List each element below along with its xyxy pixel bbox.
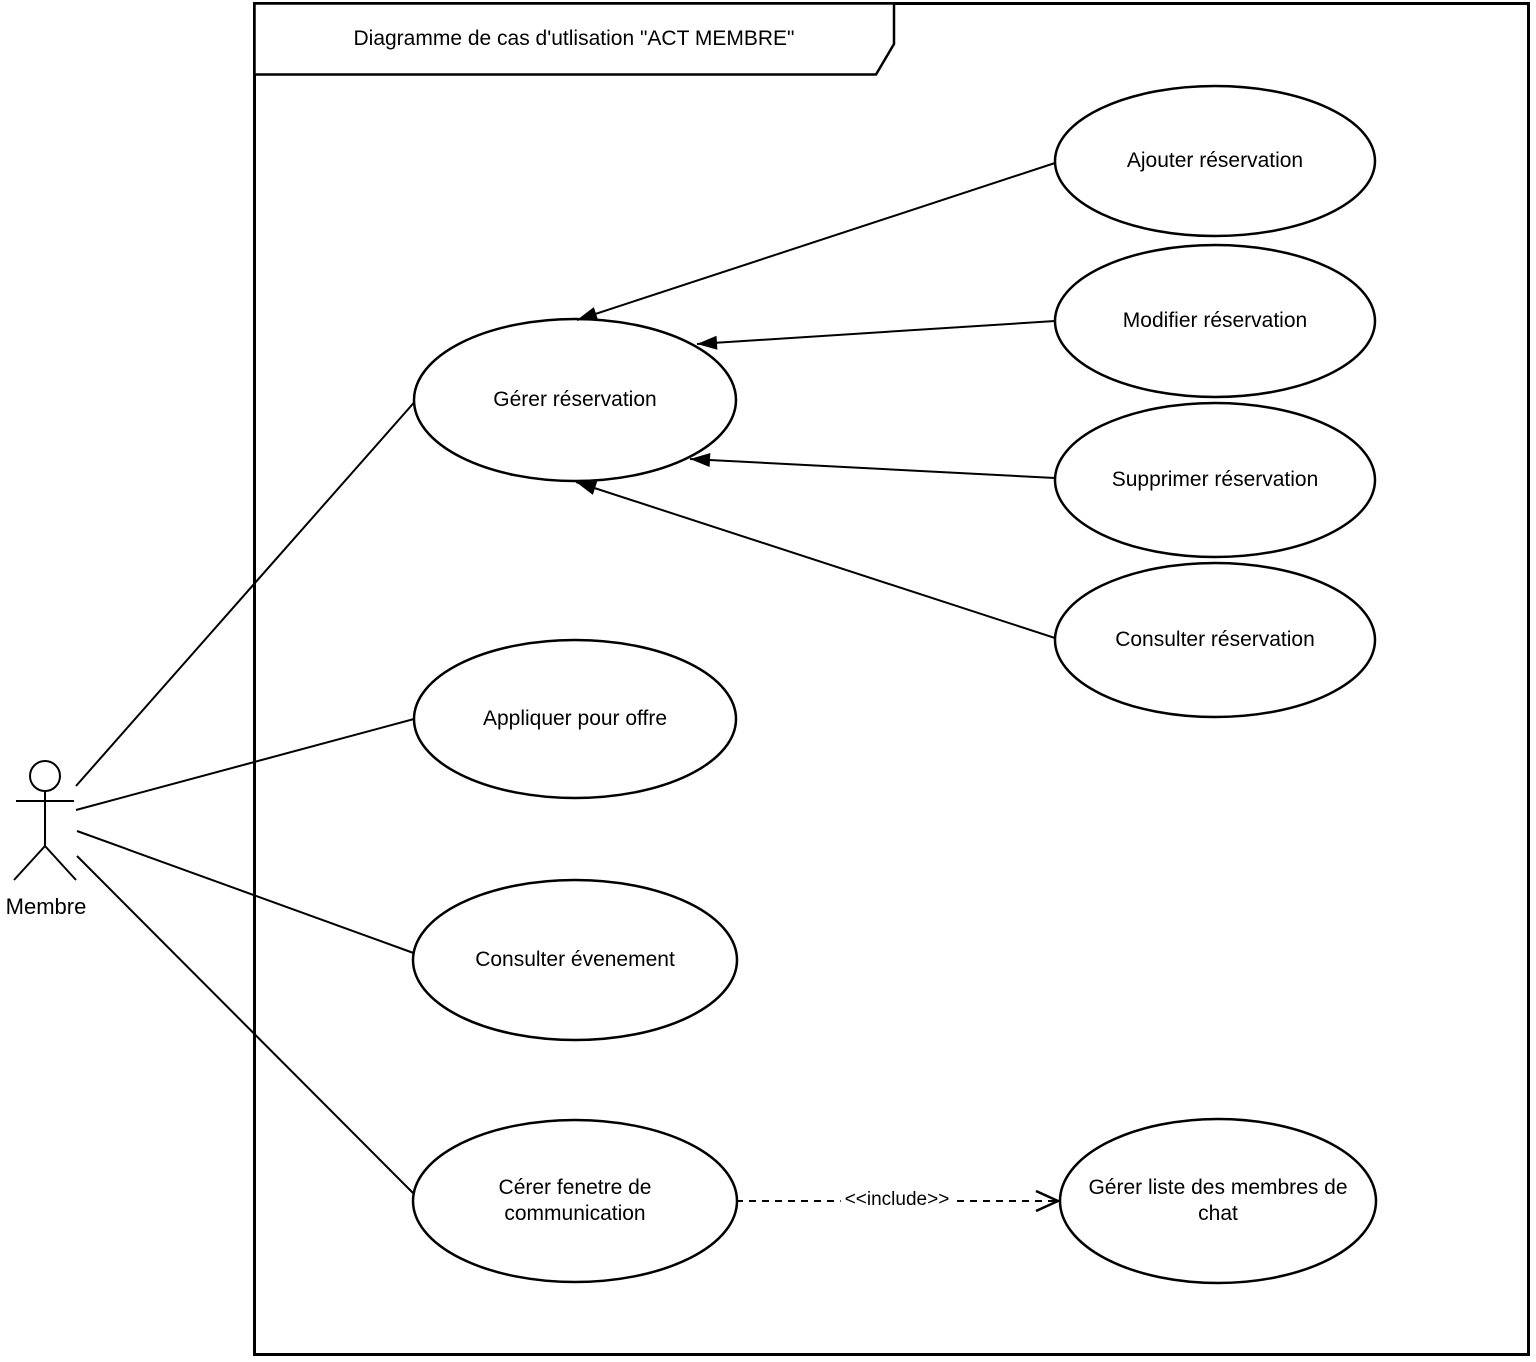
- usecase-ajouter-reservation-shape[interactable]: [1053, 84, 1377, 238]
- edge-membre-cerer-fenetre[interactable]: [76, 855, 415, 1195]
- usecase-consulter-reservation-shape[interactable]: [1053, 561, 1377, 719]
- actor-right-leg: [44, 845, 77, 881]
- actor-membre[interactable]: [13, 760, 77, 881]
- edge-supprimer-to-gerer[interactable]: [689, 453, 1056, 479]
- usecase-consulter-evenement-shape[interactable]: [411, 878, 739, 1042]
- usecase-appliquer-pour-offre-shape[interactable]: [412, 638, 738, 800]
- usecase-supprimer-reservation-shape[interactable]: [1053, 401, 1377, 559]
- edge-modifier-to-gerer[interactable]: [696, 320, 1056, 350]
- actor-left-leg: [13, 845, 46, 881]
- usecase-modifier-reservation-shape[interactable]: [1053, 243, 1377, 399]
- frame-title-tab: [253, 2, 896, 76]
- actor-head: [29, 760, 61, 792]
- edge-membre-consulter-evenement[interactable]: [76, 830, 414, 954]
- edge-consulter-to-gerer[interactable]: [575, 481, 1056, 639]
- usecase-gerer-liste-des-membres-de-chat-shape[interactable]: [1058, 1117, 1378, 1285]
- usecase-cerer-fenetre-de-communication-shape[interactable]: [411, 1118, 739, 1284]
- edge-membre-appliquer-pour-offre[interactable]: [75, 718, 415, 811]
- edge-ajouter-to-gerer[interactable]: [576, 162, 1056, 321]
- usecase-gerer-reservation-shape[interactable]: [412, 317, 738, 483]
- edge-membre-gerer-reservation[interactable]: [75, 401, 416, 787]
